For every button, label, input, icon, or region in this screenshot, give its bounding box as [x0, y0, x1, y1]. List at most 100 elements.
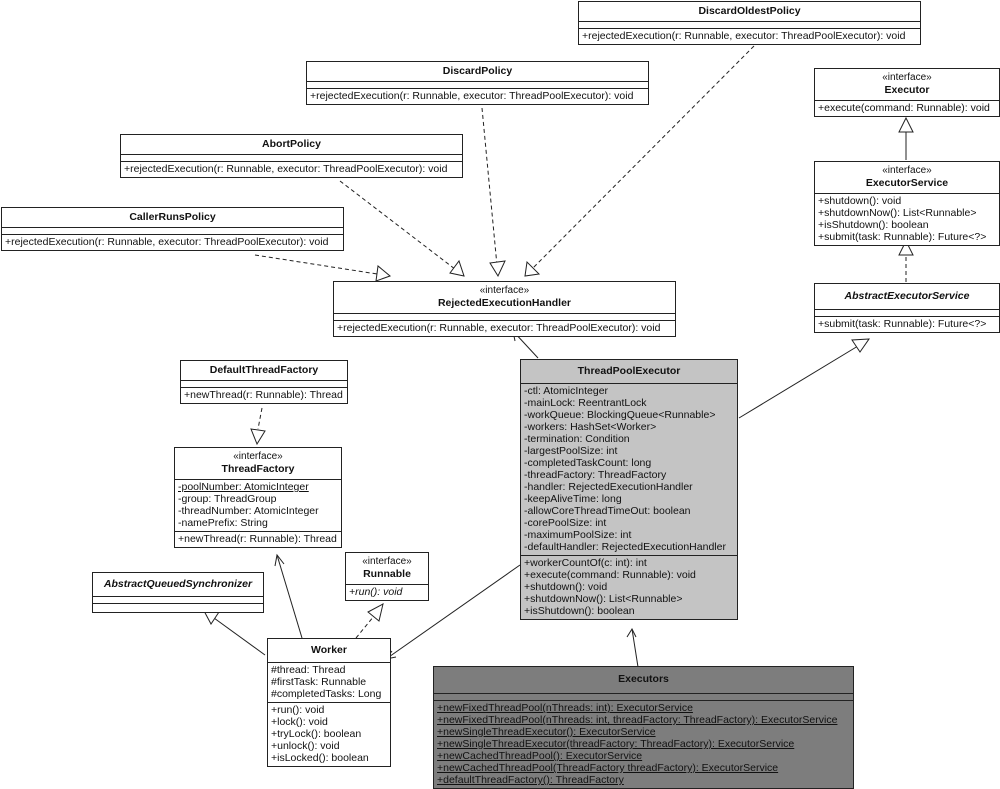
attribute: -workQueue: BlockingQueue<Runnable> [524, 409, 716, 421]
interface-rejected-execution-handler[interactable]: «interface» RejectedExecutionHandler +re… [333, 281, 676, 337]
operation: +defaultThreadFactory(): ThreadFactory [437, 774, 624, 786]
realization-abort-line [339, 180, 465, 277]
class-discard-oldest-policy[interactable]: DiscardOldestPolicy +rejectedExecution(r… [578, 1, 921, 45]
attribute: -termination: Condition [524, 433, 630, 445]
interface-executor[interactable]: «interface» Executor +execute(command: R… [814, 68, 1000, 117]
association-arrowhead [626, 627, 637, 638]
operation: +rejectedExecution(r: Runnable, executor… [337, 322, 661, 334]
stereotype: «interface» [882, 72, 932, 83]
attribute: -allowCoreThreadTimeOut: boolean [524, 505, 691, 517]
attribute: #firstTask: Runnable [271, 676, 367, 688]
class-name: Executor [884, 84, 930, 96]
attributes-section: -poolNumber: AtomicInteger -group: Threa… [175, 480, 341, 531]
class-default-thread-factory[interactable]: DefaultThreadFactory +newThread(r: Runna… [180, 360, 348, 404]
operation: +newCachedThreadPool(ThreadFactory threa… [437, 762, 779, 774]
operations-section: +workerCountOf(c: int): int +execute(com… [521, 555, 737, 619]
class-name: AbortPolicy [262, 138, 321, 150]
class-caller-runs-policy[interactable]: CallerRunsPolicy +rejectedExecution(r: R… [1, 207, 344, 251]
attribute: #thread: Thread [271, 664, 346, 676]
class-name: RejectedExecutionHandler [437, 297, 572, 309]
realization-arrowhead [375, 265, 391, 282]
attribute: -mainLock: ReentrantLock [524, 397, 647, 409]
attributes-section: #thread: Thread #firstTask: Runnable #co… [268, 663, 390, 702]
operations-section: +execute(command: Runnable): void [815, 101, 999, 116]
operation: +submit(task: Runnable): Future<?> [818, 318, 987, 330]
operation: +run(): void [349, 586, 403, 598]
attribute: -completedTaskCount: long [524, 457, 652, 469]
realization-arrowhead [250, 428, 266, 446]
operations-section: +rejectedExecution(r: Runnable, executor… [121, 161, 462, 177]
realization-arrowhead [367, 603, 384, 622]
attribute: -workers: HashSet<Worker> [524, 421, 657, 433]
class-name: ThreadFactory [221, 463, 295, 475]
association-arrowhead [274, 553, 285, 567]
operation: +workerCountOf(c: int): int [524, 557, 647, 569]
operation: +isShutdown(): boolean [524, 605, 635, 617]
attribute: -threadFactory: ThreadFactory [524, 469, 667, 481]
realization-arrowhead [898, 239, 914, 256]
attribute: #completedTasks: Long [271, 688, 382, 700]
stereotype: «interface» [362, 556, 412, 567]
operations-section: +run(): void +lock(): void +tryLock(): b… [268, 702, 390, 766]
attribute: -group: ThreadGroup [178, 493, 277, 505]
class-abstract-executor-service[interactable]: AbstractExecutorService +submit(task: Ru… [814, 283, 1000, 333]
operation: +newCachedThreadPool(): ExecutorService [437, 750, 643, 762]
operations-section: +newThread(r: Runnable): Thread [175, 531, 341, 547]
operation: +newFixedThreadPool(nThreads: int): Exec… [437, 702, 693, 714]
operation: +rejectedExecution(r: Runnable, executor… [582, 30, 906, 42]
realization-threadfactory-line [257, 407, 263, 430]
operation: +newFixedThreadPool(nThreads: int, threa… [437, 714, 838, 726]
class-name: DiscardOldestPolicy [698, 5, 801, 17]
operations-section: +newThread(r: Runnable): Thread [181, 387, 347, 403]
class-name: AbstractQueuedSynchronizer [103, 578, 253, 590]
class-executors[interactable]: Executors +newFixedThreadPool(nThreads: … [433, 666, 854, 789]
operation: +rejectedExecution(r: Runnable, executor… [310, 90, 634, 102]
class-name: DefaultThreadFactory [209, 364, 319, 376]
stereotype: «interface» [233, 451, 283, 462]
operation: +newThread(r: Runnable): Thread [178, 533, 337, 545]
realization-callerruns-line [254, 254, 391, 277]
operations-section: +submit(task: Runnable): Future<?> [815, 316, 999, 332]
interface-executor-service[interactable]: «interface» ExecutorService +shutdown():… [814, 161, 1000, 246]
attribute: -ctl: AtomicInteger [524, 385, 609, 397]
attribute: -handler: RejectedExecutionHandler [524, 481, 693, 493]
operation: +lock(): void [271, 716, 328, 728]
operations-section [93, 603, 263, 612]
operation: +tryLock(): boolean [271, 728, 362, 740]
operation: +shutdownNow(): List<Runnable> [524, 593, 683, 605]
generalization-arrowhead [851, 338, 870, 353]
stereotype: «interface» [479, 285, 530, 296]
operation: +rejectedExecution(r: Runnable, executor… [5, 236, 329, 248]
class-name: Executors [618, 673, 669, 685]
realization-runnable-line [355, 615, 375, 639]
attribute: -keepAliveTime: long [524, 493, 622, 505]
attribute: -corePoolSize: int [524, 517, 607, 529]
operation: +shutdown(): void [524, 581, 608, 593]
attribute: -defaultHandler: RejectedExecutionHandle… [524, 541, 726, 553]
class-thread-pool-executor[interactable]: ThreadPoolExecutor -ctl: AtomicInteger -… [520, 359, 738, 620]
class-abstract-queued-synchronizer[interactable]: AbstractQueuedSynchronizer [92, 572, 264, 613]
operations-section: +rejectedExecution(r: Runnable, executor… [307, 88, 648, 104]
operation: +isShutdown(): boolean [818, 219, 929, 231]
attributes-section: -ctl: AtomicInteger -mainLock: Reentrant… [521, 384, 737, 555]
realization-arrowhead [489, 260, 506, 278]
interface-thread-factory[interactable]: «interface» ThreadFactory -poolNumber: A… [174, 447, 342, 548]
realization-arrowhead [449, 259, 465, 277]
attribute: -poolNumber: AtomicInteger [178, 481, 309, 493]
operation: +unlock(): void [271, 740, 340, 752]
generalization-aqs-line [213, 617, 266, 656]
attribute: -namePrefix: String [178, 517, 268, 529]
interface-runnable[interactable]: «interface» Runnable +run(): void [345, 552, 429, 601]
operation: +rejectedExecution(r: Runnable, executor… [124, 163, 448, 175]
operation: +newSingleThreadExecutor(threadFactory: … [437, 738, 795, 750]
attribute: -largestPoolSize: int [524, 445, 618, 457]
realization-discard-line [481, 107, 499, 277]
attribute: -maximumPoolSize: int [524, 529, 632, 541]
operation: +execute(command: Runnable): void [818, 102, 990, 114]
class-worker[interactable]: Worker #thread: Thread #firstTask: Runna… [267, 638, 391, 767]
association-executors-line [631, 628, 639, 668]
association-threadfactory-line [276, 554, 303, 639]
operations-section: +shutdown(): void +shutdownNow(): List<R… [815, 194, 999, 245]
class-discard-policy[interactable]: DiscardPolicy +rejectedExecution(r: Runn… [306, 61, 649, 105]
class-abort-policy[interactable]: AbortPolicy +rejectedExecution(r: Runnab… [120, 134, 463, 178]
